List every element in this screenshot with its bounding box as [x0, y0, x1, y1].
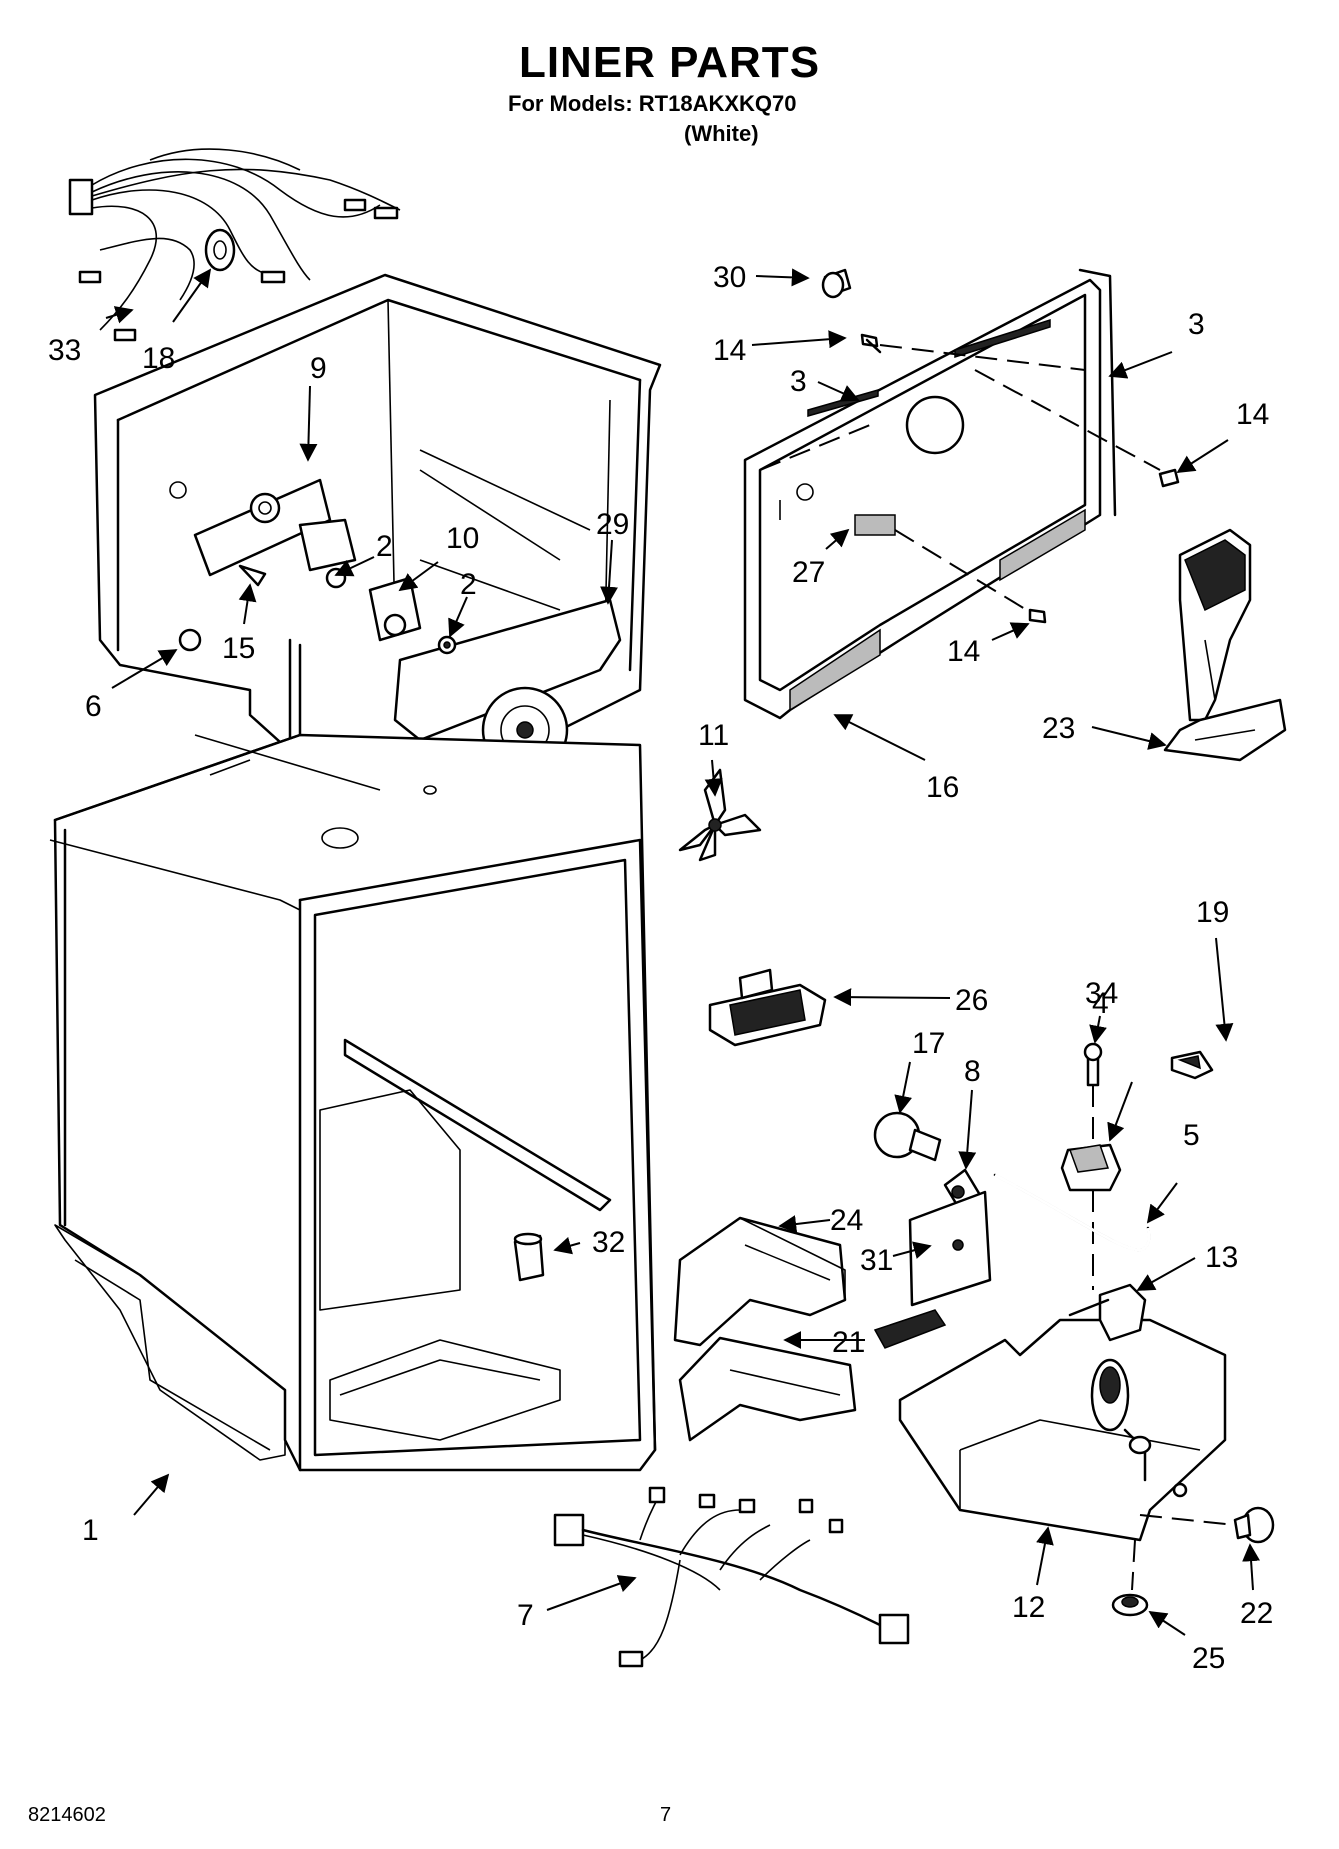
callout-2a: 2 — [376, 530, 393, 563]
callout-30: 30 — [713, 261, 746, 294]
callout-31: 31 — [860, 1244, 893, 1277]
document-number: 8214602 — [28, 1804, 106, 1826]
callout-13: 13 — [1205, 1241, 1238, 1274]
callout-24: 24 — [830, 1204, 863, 1237]
control-housing — [673, 1216, 857, 1442]
fresh-food-liner — [49, 733, 657, 1472]
callout-25: 25 — [1192, 1642, 1225, 1675]
callout-6: 6 — [85, 690, 102, 723]
callout-14c: 14 — [947, 635, 980, 668]
freezer-liner — [93, 273, 662, 817]
callout-22: 22 — [1240, 1597, 1273, 1630]
temperature-control — [238, 564, 457, 655]
callout-5: 5 — [1183, 1119, 1200, 1152]
clip — [1170, 1050, 1214, 1080]
callout-3a: 3 — [790, 365, 807, 398]
callout-2b: 2 — [460, 568, 477, 601]
callout-4: 4 — [1092, 987, 1109, 1020]
callout-1: 1 — [82, 1514, 99, 1547]
air-duct-cover — [743, 268, 1117, 720]
callout-33: 33 — [48, 334, 81, 367]
callout-26: 26 — [955, 984, 988, 1017]
duct-fasteners — [821, 268, 1180, 624]
callout-29: 29 — [596, 508, 629, 541]
callout-18: 18 — [142, 342, 175, 375]
callout-14b: 14 — [1236, 398, 1269, 431]
callout-27: 27 — [792, 556, 825, 589]
fan-blade — [678, 768, 762, 862]
control-knob — [1139, 1506, 1275, 1544]
capillary-tube — [993, 1173, 1151, 1252]
callout-23: 23 — [1042, 712, 1075, 745]
page-number: 7 — [660, 1804, 672, 1826]
callout-3b: 3 — [1188, 308, 1205, 341]
air-damper — [1163, 528, 1287, 762]
page-title: LINER PARTS — [518, 38, 821, 87]
light-shield — [708, 968, 827, 1047]
thermostat — [1060, 1042, 1122, 1290]
callout-15: 15 — [222, 632, 255, 665]
callout-21: 21 — [832, 1326, 865, 1359]
callout-32: 32 — [592, 1226, 625, 1259]
models-line: For Models: RT18AKXKQ70 — [508, 91, 797, 116]
callout-11: 11 — [698, 719, 729, 752]
color-line: (White) — [684, 121, 759, 146]
callout-16: 16 — [926, 771, 959, 804]
callout-12: 12 — [1012, 1591, 1045, 1624]
callout-9: 9 — [310, 352, 327, 385]
callout-7: 7 — [517, 1599, 534, 1632]
wire-harness-lower — [553, 1486, 910, 1668]
light-bracket — [908, 1190, 992, 1307]
callout-17: 17 — [912, 1027, 945, 1060]
control-tray — [873, 1283, 1227, 1542]
light-bulb — [873, 1111, 982, 1212]
leader-lines — [105, 268, 1261, 1636]
bumper-foot — [1111, 1539, 1149, 1617]
callout-34: 34 — [1085, 977, 1118, 1010]
wire-harness-upper — [68, 148, 401, 342]
callout-10: 10 — [446, 522, 479, 555]
callout-14a: 14 — [713, 334, 746, 367]
callout-8: 8 — [964, 1055, 981, 1088]
callout-19: 19 — [1196, 896, 1229, 929]
callout-labels: 1 2 2 3 3 4 5 6 7 8 9 10 11 12 13 14 14 … — [48, 261, 1273, 1675]
